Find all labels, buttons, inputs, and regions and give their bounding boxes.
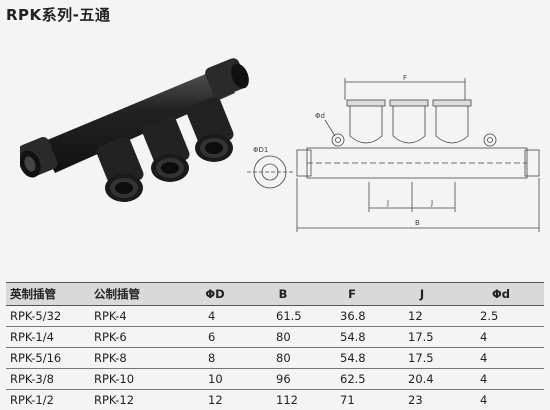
- col-header-b: B: [248, 283, 318, 306]
- col-header-j: J: [386, 283, 458, 306]
- cell-phi-d-outer: 4: [182, 305, 248, 327]
- cell-phi-d-inner: 4: [458, 368, 544, 390]
- cell-inch: RPK-1/4: [6, 326, 90, 348]
- cell-metric: RPK-12: [94, 393, 135, 407]
- product-photo: [20, 58, 249, 202]
- col-header-phi-d-inner: Φd: [458, 283, 544, 306]
- table-row: RPK-1/4 RPK-6 6 80 54.8 17.5 4: [6, 326, 544, 348]
- cell-f: 54.8: [318, 347, 386, 369]
- cell-j: 20.4: [386, 368, 458, 390]
- dim-label-j2: J: [430, 199, 433, 207]
- spec-table: 英制插管 公制插管 ΦD B F J Φd RPK-5/32 RPK-4 4 6…: [6, 283, 544, 410]
- cell-f: 62.5: [318, 368, 386, 390]
- cell-metric: RPK-10: [90, 368, 182, 390]
- table-top-rule: [6, 282, 544, 283]
- dim-label-phi-d: Φd: [315, 112, 325, 120]
- col-header-metric: 公制插管: [90, 283, 182, 306]
- table-row: RPK-5/16 RPK-8 8 80 54.8 17.5 4: [6, 347, 544, 369]
- page-title: RPK系列-五通: [6, 6, 111, 24]
- cell-phi-d-inner: 4: [458, 347, 544, 369]
- col-header-f: F: [318, 283, 386, 306]
- cell-j: 17.5: [386, 347, 458, 369]
- dim-label-j1: J: [386, 199, 389, 207]
- cell-metric: RPK-8: [90, 347, 182, 369]
- cell-b: 112: [276, 393, 298, 407]
- table-header-row: 英制插管 公制插管 ΦD B F J Φd: [6, 283, 544, 306]
- dim-label-phi-d1: ΦD1: [253, 146, 268, 154]
- cell-metric: RPK-4: [90, 305, 182, 327]
- cell-inch: RPK-1/2: [10, 393, 54, 407]
- cell-b: 96: [248, 368, 318, 390]
- table-row: RPK-5/32 RPK-4 4 61.5 36.8 12 2.5: [6, 305, 544, 327]
- cell-phi-d-outer: 8: [182, 347, 248, 369]
- cell-j: 17.5: [386, 326, 458, 348]
- table-row: RPK-3/8 RPK-10 10 96 62.5 20.4 4: [6, 368, 544, 390]
- cell-inch: RPK-5/16: [6, 347, 90, 369]
- cell-metric: RPK-6: [90, 326, 182, 348]
- technical-drawing: F Φd ΦD1 J J B: [247, 74, 540, 232]
- cell-phi-d-outer: 6: [182, 326, 248, 348]
- cell-f: 71: [340, 393, 355, 407]
- table-row: RPK-1/2 RPK-12 12 112 71 23 4: [6, 390, 544, 410]
- cell-phi-d-inner: 2.5: [458, 305, 544, 327]
- cell-j: 23: [408, 393, 423, 407]
- cell-inch: RPK-5/32: [6, 305, 90, 327]
- cell-b: 80: [248, 326, 318, 348]
- cell-f: 54.8: [318, 326, 386, 348]
- cell-phi-d-inner: 4: [458, 326, 544, 348]
- col-header-phi-d-outer: ΦD: [182, 283, 248, 306]
- col-header-inch: 英制插管: [6, 283, 90, 306]
- cell-phi-d-inner: 4: [480, 393, 488, 407]
- cell-inch: RPK-3/8: [6, 368, 90, 390]
- cell-phi-d-outer: 10: [182, 368, 248, 390]
- dim-label-b: B: [415, 219, 420, 227]
- cell-j: 12: [386, 305, 458, 327]
- cell-f: 36.8: [318, 305, 386, 327]
- cell-phi-d-outer: 12: [208, 393, 223, 407]
- cell-b: 80: [248, 347, 318, 369]
- cell-b: 61.5: [248, 305, 318, 327]
- dim-label-f: F: [403, 74, 407, 82]
